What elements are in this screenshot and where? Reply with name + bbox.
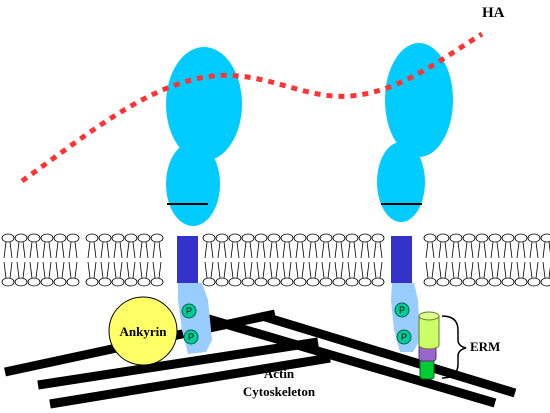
phospholipid — [527, 233, 541, 287]
erm-brace — [441, 315, 467, 379]
actin-label: Actin — [264, 366, 295, 381]
ankyrin-label: Ankyrin — [120, 324, 168, 339]
receptor-stem — [377, 142, 425, 222]
phospholipid — [293, 233, 307, 287]
phospho-site — [183, 329, 199, 345]
phospholipid — [85, 233, 99, 287]
phospholipid — [137, 233, 151, 287]
actin-filament — [49, 353, 331, 409]
phospholipid — [215, 233, 229, 287]
transmembrane-domain — [391, 236, 412, 283]
phospholipid — [267, 233, 281, 287]
phospholipid — [14, 233, 28, 287]
actin-filament — [37, 337, 319, 390]
phospholipid — [280, 233, 294, 287]
receptor-right: P P — [377, 43, 453, 352]
phospholipid — [358, 233, 372, 287]
phospholipid — [423, 233, 437, 287]
phospholipid — [319, 233, 333, 287]
lipid-bilayer — [1, 233, 550, 287]
phospholipid — [124, 233, 138, 287]
erm-complex — [418, 311, 467, 380]
phospho-label: P — [186, 306, 192, 316]
phospholipid — [202, 233, 216, 287]
phospho-site — [181, 303, 197, 319]
phospholipid — [436, 233, 450, 287]
receptor-head — [166, 47, 242, 161]
phospholipid — [241, 233, 255, 287]
phospho-label: P — [399, 305, 405, 315]
hyaluronan-strand — [20, 31, 484, 184]
phospho-site — [394, 302, 410, 318]
phospholipid — [462, 233, 476, 287]
ha-label: HA — [482, 5, 505, 21]
erm-bottom-block — [419, 358, 435, 380]
cytoskeleton-label: Cytoskeleton — [243, 384, 316, 399]
phospholipid — [27, 233, 41, 287]
phospholipid — [1, 233, 15, 287]
phospholipid — [111, 233, 125, 287]
phospho-site — [396, 329, 412, 345]
phospholipid — [98, 233, 112, 287]
ankyrin-circle — [108, 296, 178, 366]
phospholipid — [488, 233, 502, 287]
phospholipid — [514, 233, 528, 287]
receptor-head — [385, 43, 453, 157]
erm-top-cylinder — [418, 315, 440, 350]
phospho-label: P — [188, 332, 194, 342]
actin-filament — [203, 313, 497, 408]
phospholipid — [449, 233, 463, 287]
phospholipid — [371, 233, 385, 287]
phospholipid — [475, 233, 489, 287]
phospholipid — [501, 233, 515, 287]
transmembrane-domain — [177, 236, 198, 283]
phospholipid — [40, 233, 54, 287]
erm-label: ERM — [470, 339, 500, 354]
phospholipid — [228, 233, 242, 287]
phospholipid — [345, 233, 359, 287]
actin-filament — [260, 311, 517, 398]
phospholipid — [66, 233, 80, 287]
phospholipid — [53, 233, 67, 287]
cytoplasmic-tail — [178, 283, 212, 354]
phospho-label: P — [401, 332, 407, 342]
phospholipid — [254, 233, 268, 287]
ankyrin: Ankyrin — [108, 296, 178, 366]
phospholipid — [332, 233, 346, 287]
phospholipid — [306, 233, 320, 287]
phospholipid — [540, 233, 550, 287]
receptor-left: P P — [166, 47, 242, 354]
phospholipid — [150, 233, 164, 287]
erm-top-cap — [418, 311, 440, 321]
receptor-stem — [166, 142, 220, 226]
